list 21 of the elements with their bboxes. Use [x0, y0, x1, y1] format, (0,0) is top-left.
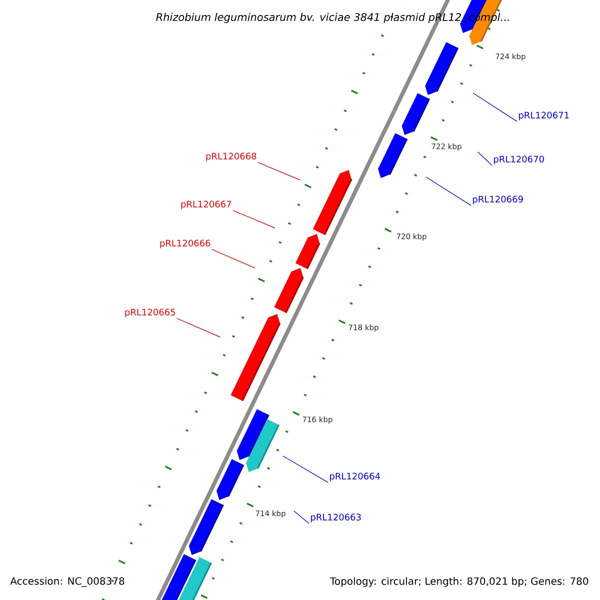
leader-line: [472, 92, 518, 122]
leader-line: [232, 210, 276, 228]
footer-text: Accession: NC_008378: [10, 577, 124, 587]
leader-line: [294, 510, 310, 524]
gene-label: pRL120670: [494, 156, 544, 164]
title: Rhizobium leguminosarum bv. viciae 3841 plasmid pRL12, compl...: [156, 12, 509, 24]
leader-line: [212, 249, 256, 268]
gene-label: pRL120665: [125, 308, 175, 318]
leader-line: [176, 318, 220, 338]
gene-label: pRL120663: [311, 514, 361, 522]
gene-label: pRL120667: [181, 200, 232, 210]
leader-line: [258, 162, 300, 180]
leader-line: [426, 176, 472, 206]
leader-line: [282, 456, 328, 483]
gene-label: pRL120666: [160, 240, 210, 248]
gene-label: pRL120669: [473, 196, 523, 204]
gene-label: pRL120664: [330, 472, 380, 482]
footer-text: Topology: circular; Length: 870,021 bp; Genes: 780: [330, 577, 588, 587]
gene-label: pRL120671: [519, 112, 569, 120]
leader-line: [478, 152, 492, 166]
gene-label: pRL120668: [206, 152, 256, 162]
